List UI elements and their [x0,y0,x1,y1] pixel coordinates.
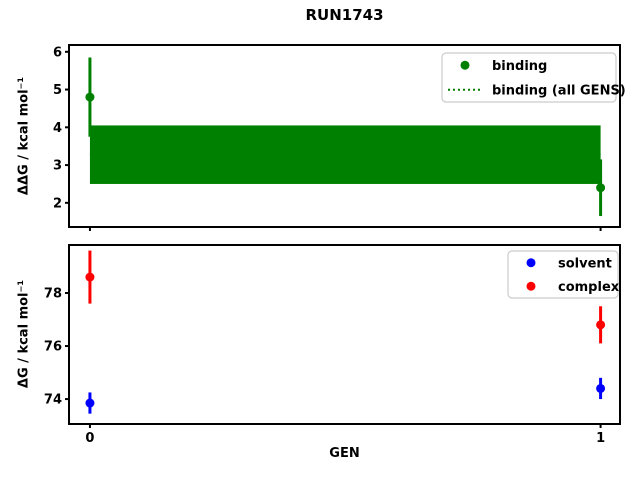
y-tick-label: 78 [44,286,62,301]
binding-legend-marker-circle [460,60,470,70]
x-tick-label: 0 [85,431,94,446]
y-tick-label: 4 [53,121,62,136]
solvent-legend-marker-circle [526,258,536,268]
solvent-data-point [596,383,606,393]
complex-legend-marker-circle [526,281,536,291]
legend-box [441,52,617,103]
complex-data-point [85,272,95,282]
legend-label: binding [492,59,547,74]
legend-label: binding (all GENS) [492,83,626,98]
binding-data-point [85,92,95,102]
y-tick-label: 76 [44,340,62,355]
y-tick-label: 74 [44,393,62,408]
y-tick-label: 5 [53,83,62,98]
axes-frame [68,244,621,425]
axes-frame [68,44,621,228]
y-tick-label: 6 [53,45,62,60]
legend-label: solvent [558,256,612,271]
legend-label: complex [558,280,620,295]
x-axis-label: GEN [329,446,360,461]
chart-title: RUN1743 [305,6,384,24]
binding-data-point [596,183,606,193]
complex-data-point [596,320,606,330]
y-tick-label: 2 [53,196,62,211]
solvent-data-point [85,398,95,408]
x-tick-label: 1 [596,431,605,446]
y-tick-label: 3 [53,159,62,174]
